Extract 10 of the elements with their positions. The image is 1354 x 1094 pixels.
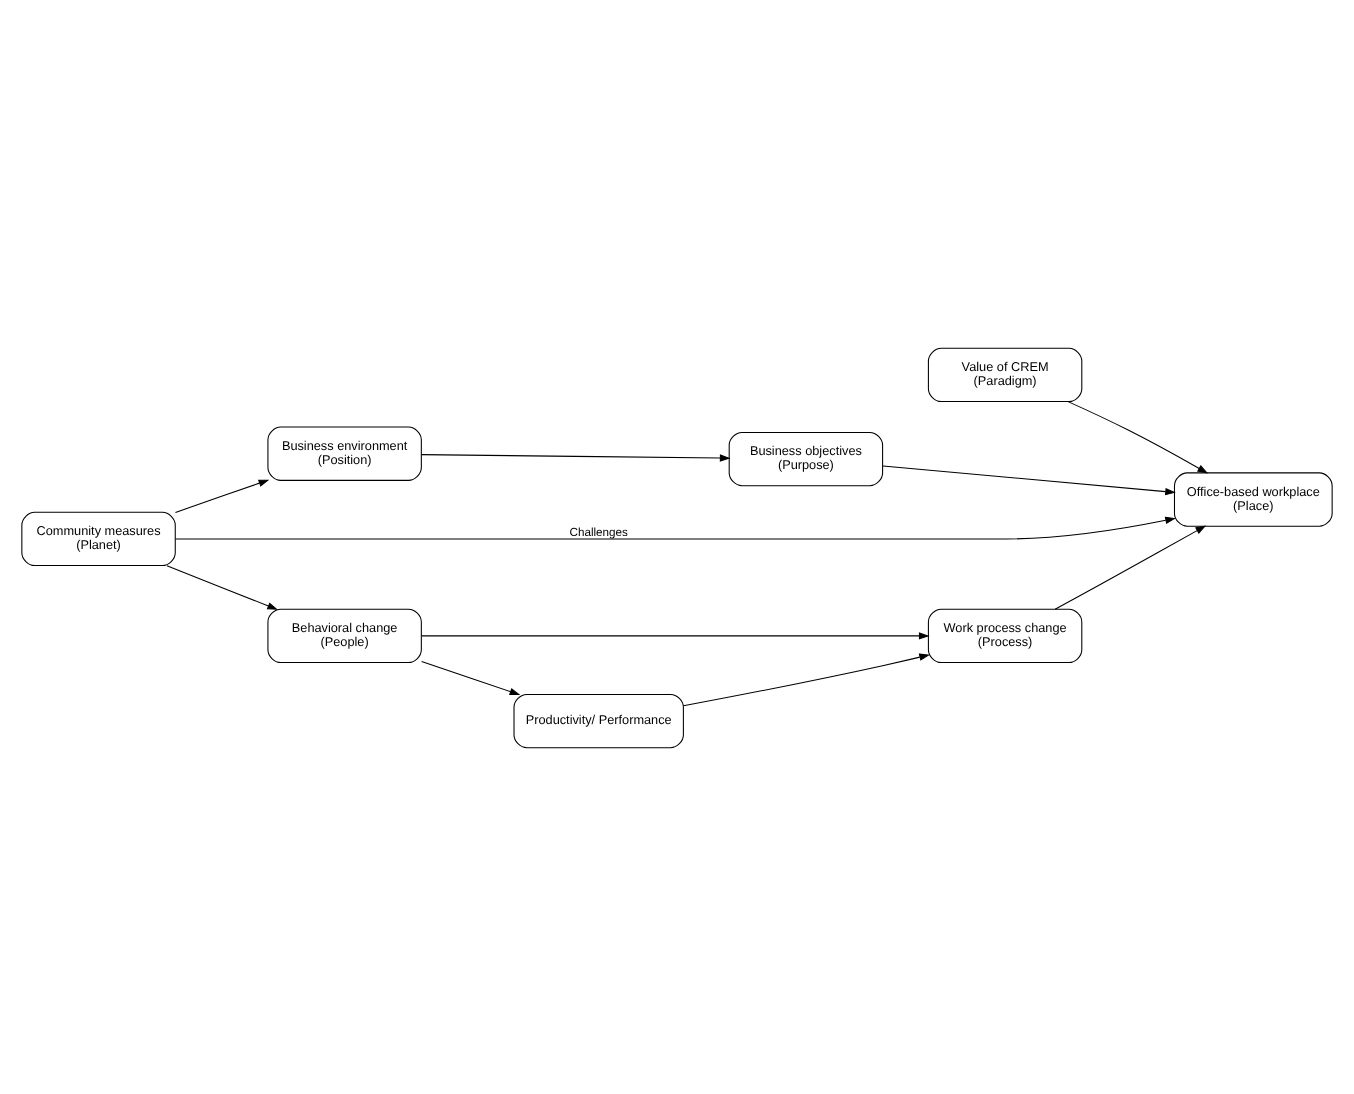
arrow xyxy=(174,515,1176,539)
arrow xyxy=(421,453,731,461)
arrow xyxy=(421,660,521,695)
arrow xyxy=(1054,524,1207,609)
arrow xyxy=(683,652,930,706)
arrow xyxy=(882,464,1176,495)
arrow xyxy=(421,631,930,639)
arrow xyxy=(174,478,270,512)
arrow xyxy=(166,564,278,609)
arrow xyxy=(1067,400,1209,473)
